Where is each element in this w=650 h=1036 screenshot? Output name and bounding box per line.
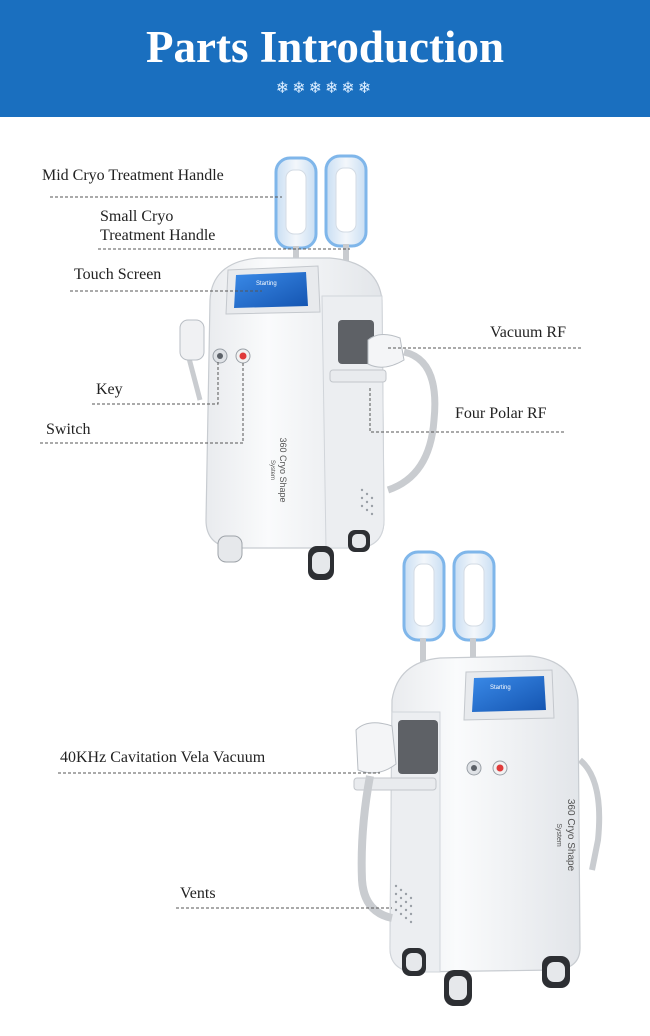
leader-key	[92, 362, 219, 405]
label-mid-cryo-handle: Mid Cryo Treatment Handle	[42, 167, 224, 184]
mid-cryo-handle-right	[324, 154, 368, 270]
mid-cryo-handle-right-2	[452, 550, 496, 660]
label-small-cryo-line2: Treatment Handle	[100, 227, 216, 244]
machine-side-text-1: 360 Cryo Shape System	[266, 430, 288, 510]
side-brand-2: 360 Cryo Shape	[565, 798, 576, 872]
machine-front-view	[179, 154, 439, 580]
page-title: Parts Introduction	[146, 22, 504, 72]
side-brand-1: 360 Cryo Shape	[278, 437, 288, 503]
label-cavitation: 40KHz Cavitation Vela Vacuum	[60, 749, 266, 766]
label-small-cryo-line1: Small Cryo	[100, 208, 174, 225]
snowflake-decoration: ❄❄❄❄❄❄	[275, 78, 375, 97]
leader-switch	[40, 362, 244, 444]
label-four-polar-rf: Four Polar RF	[455, 405, 547, 422]
side-system-2: System	[555, 823, 562, 847]
label-switch: Switch	[46, 421, 91, 438]
screen-text-1: Starting	[256, 281, 277, 287]
leader-lines	[40, 196, 582, 909]
machine-side-text-2: 360 Cryo Shape System	[552, 790, 576, 880]
machine-side-view	[353, 550, 603, 1006]
header-banner: Parts Introduction ❄❄❄❄❄❄	[0, 0, 650, 117]
label-vents: Vents	[180, 885, 216, 902]
mid-cryo-handle-left	[274, 156, 318, 268]
mid-cryo-handle-left-2	[402, 550, 446, 670]
label-vacuum-rf: Vacuum RF	[490, 324, 566, 341]
label-key: Key	[96, 381, 123, 398]
label-touch-screen: Touch Screen	[74, 266, 162, 283]
screen-text-2: Starting	[490, 685, 511, 691]
side-system-1: System	[269, 459, 275, 480]
